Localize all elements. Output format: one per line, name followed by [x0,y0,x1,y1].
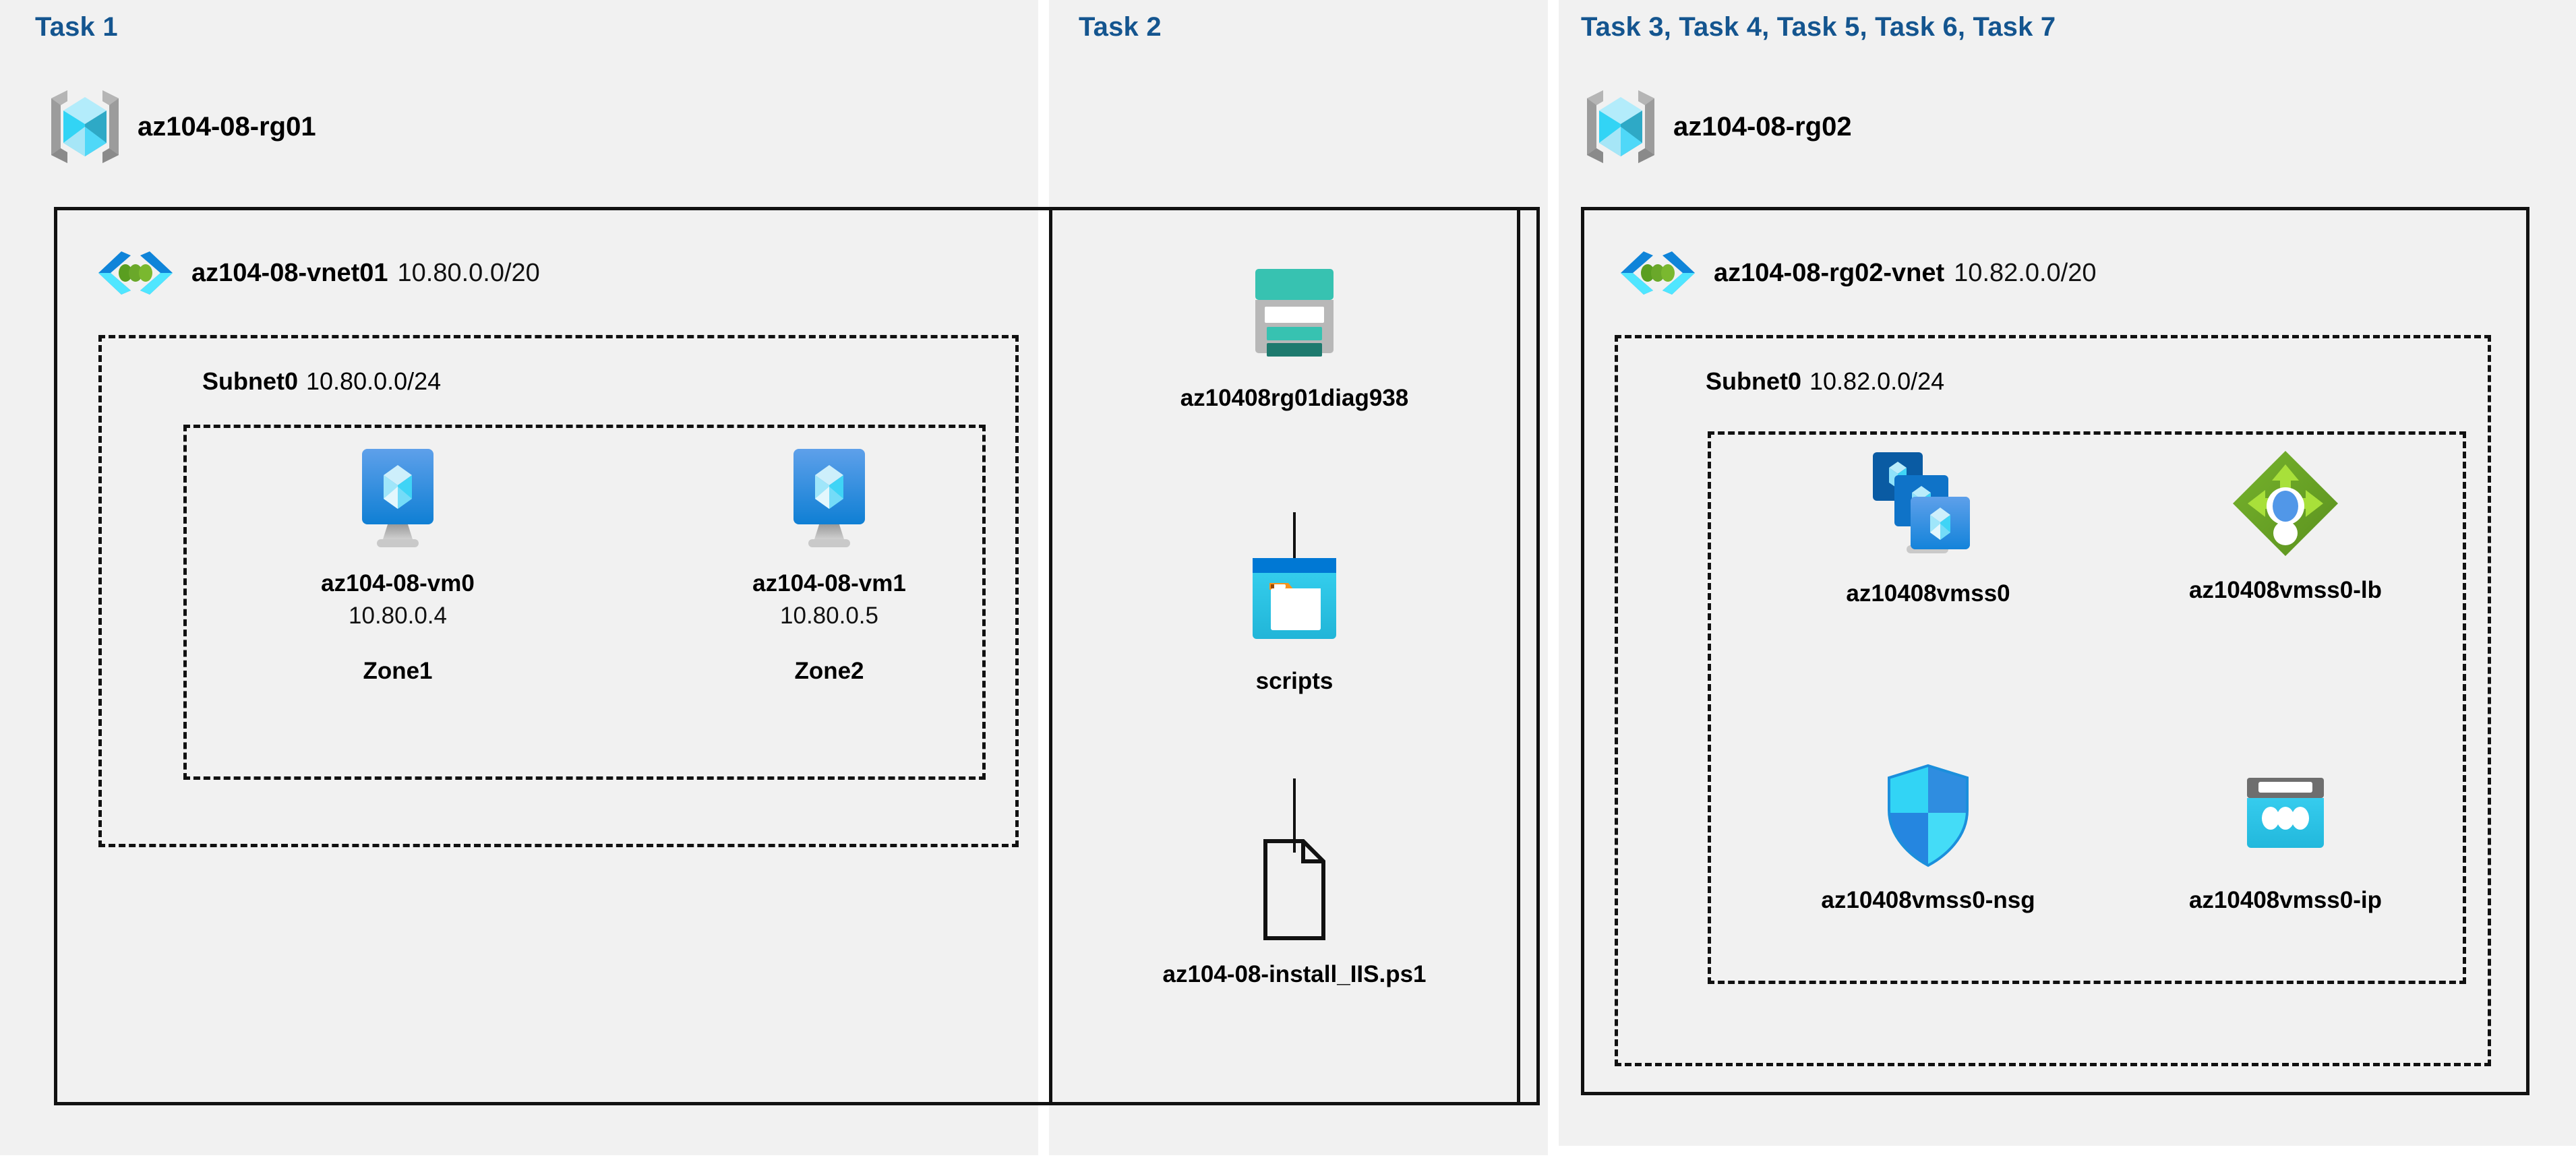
vmss-label: az10408vmss0 [1846,580,2010,607]
vm-zone-label: Zone1 [363,658,433,684]
subnet-name: Subnet0 [1706,367,1802,395]
virtual-network-icon [96,239,175,307]
panel-task-1 [0,0,1038,1155]
subnet-cidr: 10.80.0.0/24 [306,367,442,395]
vnet-cidr-rg02-vnet: 10.82.0.0/20 [1954,258,2097,287]
nsg-label: az10408vmss0-nsg [1821,887,2035,913]
storage-account-icon [1237,259,1352,367]
blob-container-label: scripts [1255,668,1334,694]
resource-node-storage-account[interactable]: az10408rg01diag938 [1153,259,1436,412]
resource-group-label-rg01: az104-08-rg01 [138,111,316,142]
virtual-machine-icon [347,445,448,553]
resource-node-blob-container[interactable]: scripts [1200,549,1389,695]
availability-zone-boundary [183,425,986,780]
vnet-header-rg02-vnet: az104-08-rg02-vnet 10.82.0.0/20 [1618,239,2096,307]
public-ip-label: az10408vmss0-ip [2188,887,2383,913]
task-3-to-7-title: Task 3, Task 4, Task 5, Task 6, Task 7 [1581,12,2056,42]
vnet-name-vnet01: az104-08-vnet01 [191,258,388,287]
resource-group-icon [1583,81,1658,173]
load-balancer-label: az10408vmss0-lb [2188,577,2383,603]
script-file-label: az104-08-install_IIS.ps1 [1162,961,1427,987]
resource-node-vm0[interactable]: az104-08-vm0 10.80.0.4 Zone1 [270,445,526,685]
vm-scale-set-icon [1867,448,1989,563]
vnet-name-rg02-vnet: az104-08-rg02-vnet [1714,258,1945,287]
resource-group-icon [47,81,123,173]
virtual-network-icon [1618,239,1698,307]
vnet-cidr-vnet01: 10.80.0.0/20 [397,258,540,287]
network-security-group-icon [1878,762,1979,869]
resource-group-row-rg02: az104-08-rg02 [1583,81,1852,173]
vmss-resource-boundary [1708,431,2466,984]
subnet-boundary-subnet0-rg02-vnet [1615,335,2491,1066]
storage-account-label: az10408rg01diag938 [1180,385,1409,411]
resource-node-script-file[interactable]: az104-08-install_IIS.ps1 [1162,836,1427,988]
resource-group-label-rg02: az104-08-rg02 [1673,111,1852,142]
public-ip-address-icon [2231,768,2339,869]
resource-node-nsg[interactable]: az10408vmss0-nsg [1766,762,2090,914]
subnet-cidr: 10.82.0.0/24 [1809,367,1945,395]
virtual-machine-icon [779,445,880,553]
task-2-boundary [1049,207,1540,1105]
resource-node-vmss[interactable]: az10408vmss0 [1766,448,2090,607]
subnet-boundary-subnet0-vnet01 [98,335,1019,847]
vm-zone-label: Zone2 [794,658,864,684]
connector-storage-to-container [1293,512,1296,580]
resource-node-load-balancer[interactable]: az10408vmss0-lb [2130,448,2440,604]
vnet-boundary-rg02-vnet [1581,207,2529,1095]
load-balancer-icon [2230,448,2341,559]
resource-node-public-ip[interactable]: az10408vmss0-ip [2130,768,2440,914]
vnet-header-vnet01: az104-08-vnet01 10.80.0.0/20 [96,239,540,307]
task-2-title: Task 2 [1079,12,1162,42]
resource-node-vm1[interactable]: az104-08-vm1 10.80.0.5 Zone2 [701,445,957,685]
vnet-boundary-vnet01 [54,207,1520,1105]
vm-name-label: az104-08-vm0 [321,570,475,596]
vm-ip-label: 10.80.0.5 [780,603,878,629]
task-1-title: Task 1 [35,12,118,42]
connector-container-to-script [1293,778,1296,853]
subnet-name: Subnet0 [202,367,299,395]
vm-name-label: az104-08-vm1 [752,570,906,596]
script-file-icon [1247,836,1342,944]
blob-container-icon [1244,549,1345,650]
resource-group-row-rg01: az104-08-rg01 [47,81,316,173]
panel-task-3 [1559,0,2576,1146]
vm-ip-label: 10.80.0.4 [349,603,447,629]
